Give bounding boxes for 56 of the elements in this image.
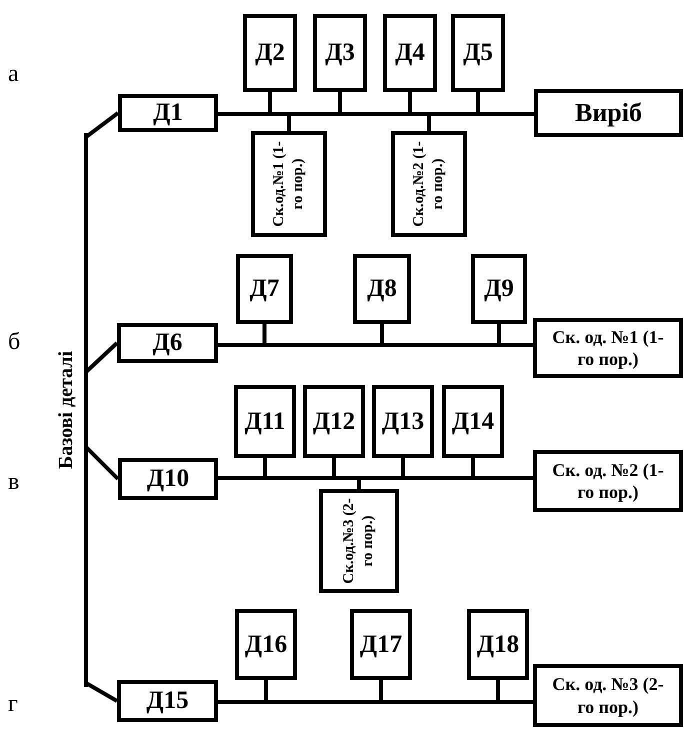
box-label: Д5 bbox=[463, 38, 493, 68]
part-box bbox=[235, 609, 297, 680]
box-label: Ск.од.№2 (1-го пор.) bbox=[410, 141, 447, 227]
box-label: Д13 bbox=[382, 406, 424, 437]
row-letter: г bbox=[8, 692, 18, 716]
box-label: Д2 bbox=[255, 38, 285, 68]
box-label: Д15 bbox=[146, 686, 189, 716]
part-box bbox=[118, 458, 218, 500]
part-box bbox=[383, 14, 437, 92]
vertical-label: Базові деталі bbox=[54, 350, 78, 470]
box-label: Д17 bbox=[360, 630, 402, 660]
row-letter: а bbox=[8, 62, 19, 86]
part-box bbox=[353, 254, 411, 324]
part-box bbox=[117, 680, 218, 722]
box-label: Ск.од.№3 (2-го пор.) bbox=[340, 498, 377, 584]
box-label: Д8 bbox=[367, 274, 397, 304]
box-label: Д14 bbox=[452, 406, 494, 437]
box-label: Д1 bbox=[153, 98, 183, 128]
box-label: Д3 bbox=[325, 38, 355, 68]
part-box bbox=[451, 14, 505, 92]
box-label: Д4 bbox=[395, 38, 425, 68]
part-box bbox=[117, 323, 218, 363]
part-box bbox=[467, 609, 529, 680]
box-label: Д9 bbox=[484, 274, 514, 304]
part-box bbox=[534, 89, 683, 137]
connector-line bbox=[85, 681, 118, 703]
part-box bbox=[234, 385, 296, 458]
part-box bbox=[118, 94, 218, 132]
box-label: Ск. од. №3 (2-го пор.) bbox=[552, 673, 664, 718]
part-box bbox=[236, 254, 293, 324]
box-label: Виріб bbox=[574, 96, 642, 129]
part-box bbox=[243, 14, 297, 92]
box-label: Д12 bbox=[312, 406, 356, 437]
part-box bbox=[442, 385, 504, 458]
box-label: Д18 bbox=[476, 630, 520, 660]
box-label: Д11 bbox=[244, 406, 286, 437]
part-box bbox=[319, 489, 399, 593]
box-label: Ск. од. №1 (1-го пор.) bbox=[552, 326, 664, 370]
part-box bbox=[391, 131, 467, 237]
box-label: Ск.од.№1 (1-го пор.) bbox=[270, 141, 307, 227]
box-label: Д10 bbox=[146, 464, 190, 494]
row-letter: б bbox=[8, 330, 20, 354]
part-box bbox=[533, 664, 683, 727]
part-box bbox=[251, 131, 327, 237]
box-label: Д16 bbox=[244, 630, 288, 660]
part-box bbox=[350, 609, 412, 680]
box-label: Ск. од. №2 (1-го пор.) bbox=[552, 458, 664, 504]
box-label: Д7 bbox=[250, 274, 280, 304]
part-box bbox=[313, 14, 367, 92]
part-box bbox=[372, 385, 434, 458]
part-box bbox=[533, 318, 683, 378]
part-box bbox=[533, 450, 683, 512]
box-label: Д6 bbox=[152, 328, 182, 358]
part-box bbox=[303, 385, 365, 458]
row-letter: в bbox=[8, 470, 20, 494]
part-box bbox=[471, 254, 527, 324]
